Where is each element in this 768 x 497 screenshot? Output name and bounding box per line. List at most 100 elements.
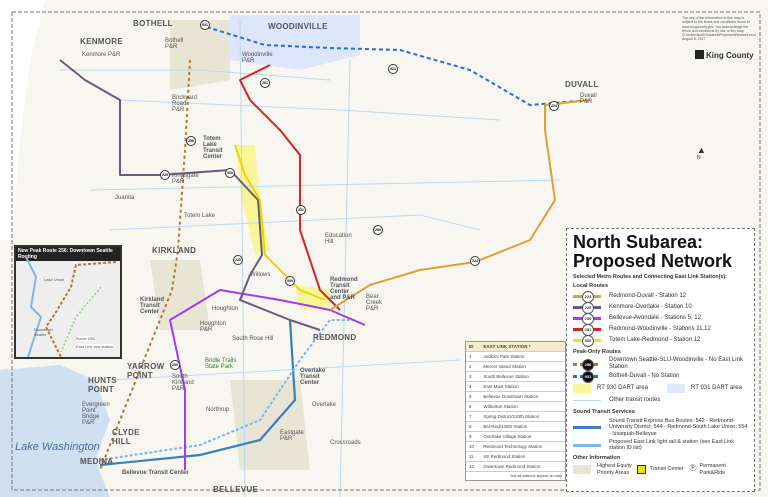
park-ride-label: Brickyard Road P&R: [172, 95, 198, 113]
table-note: *not all stations appear on map: [509, 474, 562, 478]
route-swatch: 931: [573, 371, 601, 383]
city-label: YARROW POINT: [127, 362, 165, 380]
route-shield-icon: 931: [582, 371, 594, 383]
place-label: Crossroads: [330, 440, 361, 446]
station-name: Downtown Redmond Station: [480, 461, 565, 472]
inset-map-route-256: New Peak Route 256: Downtown Seattle Rou…: [14, 245, 122, 359]
route-225-line: [59, 59, 321, 331]
route-swatch: 256: [573, 358, 601, 371]
route-label: Totem Lake-Redmond - Station 12: [609, 337, 701, 343]
place-label: Overlake: [312, 402, 337, 408]
transit-center-label: Redmond Transit Center and P&R: [330, 277, 358, 301]
city-label: MEDINA: [80, 457, 114, 466]
city-label: DUVALL: [565, 80, 599, 89]
king-county-logo: King County: [695, 50, 754, 60]
route-251-line: [239, 64, 341, 311]
station-name: Bel-Red/130th Station: [480, 421, 565, 432]
station-id: 4: [466, 381, 481, 392]
station-id: 9: [466, 431, 481, 442]
station-id: 10: [466, 441, 481, 452]
legend-route-256: 256 Downtown Seattle-SLU-Woodinville - No…: [573, 357, 748, 371]
place-label: South Rose Hill: [232, 336, 274, 342]
station-id: 8: [466, 421, 481, 432]
station-id: 7: [466, 411, 481, 422]
city-label: KENMORE: [80, 37, 123, 46]
station-name: Judkins Park Station: [480, 351, 565, 362]
transit-center-label: Bellevue Transit Center: [122, 470, 189, 476]
station-name: Bellevue Downtown Station: [480, 391, 565, 402]
park-ride-label: Kenmore P&R: [82, 52, 121, 58]
other-routes-swatch: [573, 399, 601, 401]
route-shield: 250: [170, 360, 180, 370]
sound-transit-express-route: [99, 319, 297, 467]
city-label: WOODINVILLE: [268, 22, 328, 31]
route-shield: 224: [470, 256, 480, 266]
route-shield: 250: [373, 225, 383, 235]
park-ride-label: Bothell P&R: [165, 38, 184, 50]
disclaimer-text: The use of the information in this map i…: [682, 16, 750, 33]
rt930-dart-label: RT 930 DART area: [597, 384, 648, 391]
st-express-swatch: [573, 426, 601, 429]
other-info-heading: Other Information: [573, 455, 621, 461]
station-name: East Main Station: [480, 381, 565, 392]
lake-washington-water: [0, 365, 110, 497]
peak-routes-heading: Peak-Only Routes: [573, 349, 621, 355]
park-ride-label: Woodinville P&R: [242, 52, 273, 64]
route-shield: 930: [285, 276, 295, 286]
park-ride-label: Bear Creek P&R: [366, 294, 383, 312]
route-label: Bellevue-Avondale - Stations 5, 12: [609, 315, 701, 321]
place-label: Bridle Trails State Park: [205, 358, 237, 370]
station-name: Mercer Island Station: [480, 361, 565, 372]
rt931-dart-label: RT 931 DART area: [691, 384, 742, 391]
route-shield: 224: [549, 101, 559, 111]
east-link-rail: [99, 319, 355, 461]
route-shield: 931: [388, 64, 398, 74]
inset-downtown-label: Downtown Seattle: [34, 327, 53, 337]
station-id: 1: [466, 351, 481, 362]
route-shield-icon: 930: [582, 335, 594, 347]
col-station: EAST LINK STATION *: [480, 342, 565, 352]
sound-transit-heading: Sound Transit Services: [573, 409, 635, 415]
legend-route-930: 930 Totem Lake-Redmond - Station 12: [573, 335, 748, 347]
city-label: BOTHELL: [133, 19, 173, 28]
park-ride-label: South Kirkland P&R: [172, 374, 194, 392]
route-swatch: 225: [573, 302, 601, 314]
route-shield: 225: [160, 170, 170, 180]
disclaimer: The use of the information in this map i…: [682, 16, 756, 42]
station-id: 5: [466, 391, 481, 402]
title-line2: Proposed Network: [573, 251, 733, 271]
route-shield: 930: [225, 168, 235, 178]
st-express-label: Sound Transit Express Bus Routes: 542 - …: [609, 417, 748, 437]
park-ride-label: Kingsgate P&R: [172, 173, 199, 185]
lake-label: Lake Washington: [15, 441, 100, 453]
subtitle: Selected Metro Routes and Connecting Eas…: [573, 274, 727, 280]
file-info: G:\Users\NorthSubarea\Proposed\Network.m…: [682, 33, 756, 42]
route-swatch: 251: [573, 324, 601, 336]
route-shield: 256: [186, 136, 196, 146]
city-label: REDMOND: [313, 333, 357, 342]
brand-name: King County: [706, 51, 754, 60]
city-label: KIRKLAND: [152, 246, 197, 255]
equity-swatch: [573, 465, 591, 474]
place-label: Juanita: [115, 195, 135, 201]
route-label: Downtown Seattle-SLU-Woodinville - No Ea…: [609, 357, 743, 370]
station-name: Redmond Technology Station: [480, 441, 565, 452]
place-label: Totem Lake: [184, 213, 216, 219]
king-county-icon: [695, 50, 704, 59]
city-label: BELLEVUE: [213, 485, 259, 494]
station-id: 2: [466, 361, 481, 372]
station-id: 12: [466, 461, 481, 472]
